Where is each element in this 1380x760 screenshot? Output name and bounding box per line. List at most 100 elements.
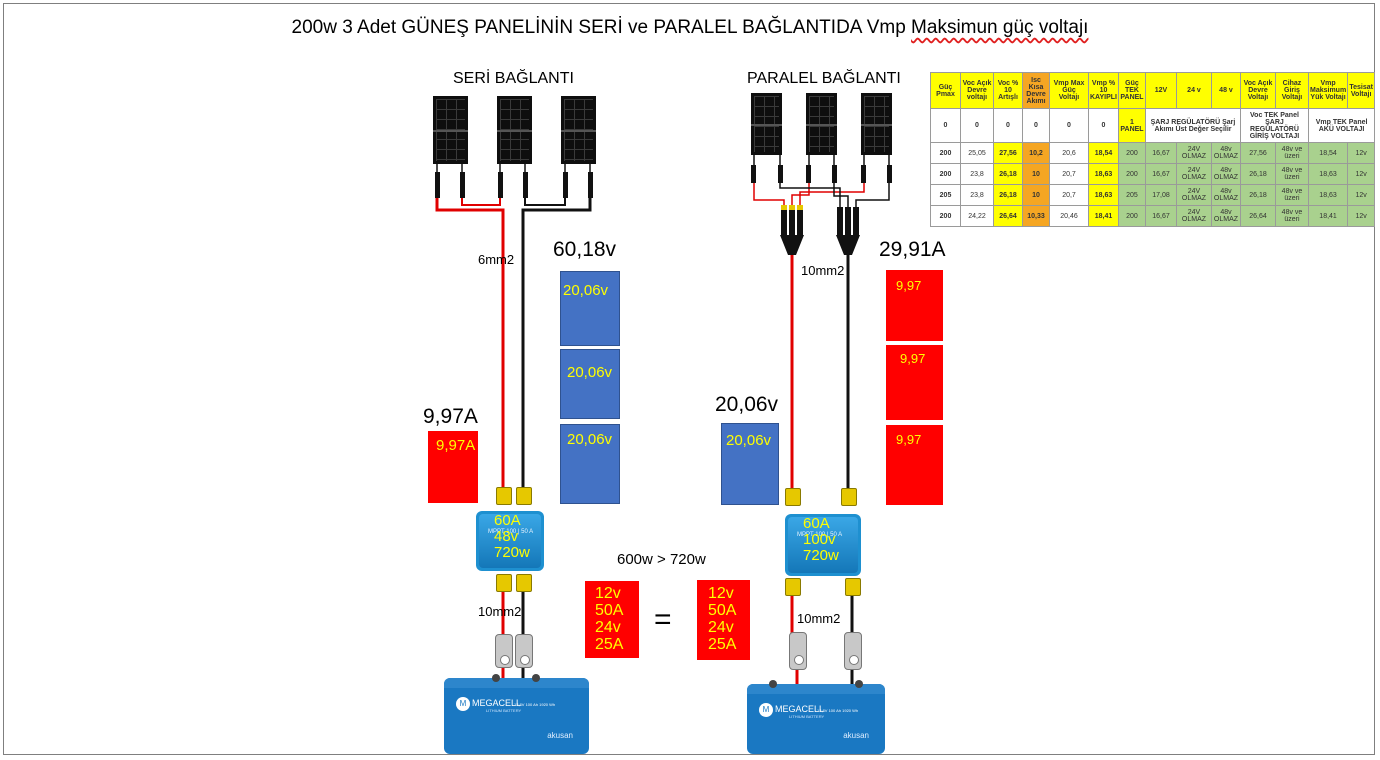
cable-lug <box>844 632 862 670</box>
table-cell: ŞARJ REGÜLATÖRÜ Şarj Akımı Üst Değer Seç… <box>1144 108 1241 143</box>
series-heading: SERİ BAĞLANTI <box>453 70 574 87</box>
power-comparison: 600w > 720w <box>617 551 706 568</box>
series-total-voltage: 60,18v <box>553 238 617 261</box>
table-cell: 205 <box>930 184 961 206</box>
table-cell: 16,67 <box>1144 142 1177 164</box>
table-cell: 25,05 <box>960 142 994 164</box>
table-cell: 20,6 <box>1049 142 1089 164</box>
controller-power: 720w <box>803 547 839 564</box>
series-current-label: 9,97A <box>423 405 478 428</box>
table-cell: 20,7 <box>1049 184 1089 206</box>
controller-model: MPPT 100 | 50 A <box>797 532 843 538</box>
table-cell: 12v <box>1347 142 1376 164</box>
block-value: 9,97 <box>900 351 926 366</box>
table-cell: Vmp Maksimum Yük Voltajı <box>1307 72 1349 109</box>
title-main: 200w 3 Adet GÜNEŞ PANELİNİN SERİ ve PARA… <box>291 17 906 38</box>
table-cell: 200 <box>930 142 961 164</box>
series-panel-cable-size: 6mm2 <box>478 252 515 267</box>
table-cell: 48v OLMAZ <box>1210 142 1241 164</box>
table-cell: 26,18 <box>993 163 1023 185</box>
output-connector <box>785 578 801 596</box>
title-underlined: Maksimun güç voltajı <box>911 17 1089 38</box>
battery-brand: MEGACELL <box>775 704 825 714</box>
battery-subtitle: LITHIUM BATTERY <box>789 714 825 719</box>
table-cell: 0 <box>1088 108 1119 143</box>
solar-panel <box>497 96 532 164</box>
table-cell: Voc TEK Panel ŞARJ REGÜLATÖRÜ GİRİŞ VOLT… <box>1239 108 1309 143</box>
table-cell: Voc Açık Devre voltajı <box>960 72 994 109</box>
table-cell: 18,63 <box>1307 163 1349 185</box>
table-cell: 16,67 <box>1144 163 1177 185</box>
table-cell: 48v ve üzeri <box>1274 163 1309 185</box>
table-cell: 26,64 <box>1239 205 1276 227</box>
table-cell: 200 <box>1117 205 1146 227</box>
series-charge-controller: MPPT 100 | 50 A 60A 48v 720w <box>476 511 544 571</box>
table-cell: 18,63 <box>1088 163 1119 185</box>
cable-lug <box>789 632 807 670</box>
table-cell: 12v <box>1347 184 1376 206</box>
option-value: 12v <box>708 585 734 602</box>
table-cell: 205 <box>1117 184 1146 206</box>
option-value: 24v <box>708 619 734 636</box>
table-cell: 1 PANEL <box>1117 108 1146 143</box>
solar-panel <box>751 93 782 155</box>
controller-specs: 60A 100v 720w <box>803 516 839 564</box>
mc4-connector-positive <box>496 487 512 505</box>
solar-panel <box>806 93 837 155</box>
table-cell: Cihaz Giriş Voltajı <box>1274 72 1309 109</box>
output-connector <box>516 574 532 592</box>
table-cell: 18,63 <box>1307 184 1349 206</box>
table-cell: 18,54 <box>1307 142 1349 164</box>
table-cell: 12v <box>1347 163 1376 185</box>
table-cell: 10 <box>1022 163 1050 185</box>
parallel-current-block: 9,97 <box>886 425 943 505</box>
table-cell: 200 <box>930 205 961 227</box>
table-cell: 10,2 <box>1022 142 1050 164</box>
controller-current: 60A <box>803 515 830 532</box>
table-cell: Güç TEK PANEL <box>1117 72 1146 109</box>
table-cell: 27,56 <box>993 142 1023 164</box>
table-cell: 48v OLMAZ <box>1210 205 1241 227</box>
table-cell: Vmp TEK Panel AKÜ VOLTAJI <box>1307 108 1376 143</box>
parallel-heading: PARALEL BAĞLANTI <box>747 70 901 87</box>
controller-current: 60A <box>494 512 521 529</box>
mc4-connector-positive <box>785 488 801 506</box>
diagram-title: 200w 3 Adet GÜNEŞ PANELİNİN SERİ ve PARA… <box>0 17 1380 39</box>
table-cell: 18,63 <box>1088 184 1119 206</box>
table-cell: Voc % 10 Artışlı <box>993 72 1023 109</box>
battery-logo-icon: M <box>456 697 470 711</box>
slide-frame <box>3 3 1375 755</box>
table-cell: Voc Açık Devre Voltajı <box>1239 72 1276 109</box>
block-value: 9,97 <box>896 278 922 293</box>
table-cell: 48v ve üzeri <box>1274 205 1309 227</box>
controller-voltage: 48v <box>494 528 519 545</box>
table-cell: 0 <box>993 108 1023 143</box>
table-cell: 24V OLMAZ <box>1175 184 1212 206</box>
parallel-battery: M MEGACELL LITHIUM BATTERY 12,8V 100 Ah … <box>747 680 885 754</box>
table-cell: 26,18 <box>1239 184 1276 206</box>
equals-sign: = <box>654 603 672 636</box>
table-cell: 48v ve üzeri <box>1274 142 1309 164</box>
controller-model: MPPT 100 | 50 A <box>488 529 534 535</box>
option-value: 50A <box>595 602 624 619</box>
parallel-total-current: 29,91A <box>879 238 946 261</box>
option-value: 25A <box>595 636 624 653</box>
table-cell: 23,8 <box>960 184 994 206</box>
series-battery-cable-size: 10mm2 <box>478 604 522 619</box>
table-cell: 200 <box>930 163 961 185</box>
table-cell: 10,33 <box>1022 205 1050 227</box>
block-value: 9,97 <box>896 432 922 447</box>
table-cell: 0 <box>930 108 961 143</box>
output-connector <box>496 574 512 592</box>
table-cell: Isc Kısa Devre Akımı <box>1022 72 1050 109</box>
controller-voltage: 100v <box>803 531 836 548</box>
table-cell: 27,56 <box>1239 142 1276 164</box>
series-current-block: 9,97A <box>428 431 478 503</box>
table-cell: 10 <box>1022 184 1050 206</box>
solar-panel <box>433 96 468 164</box>
